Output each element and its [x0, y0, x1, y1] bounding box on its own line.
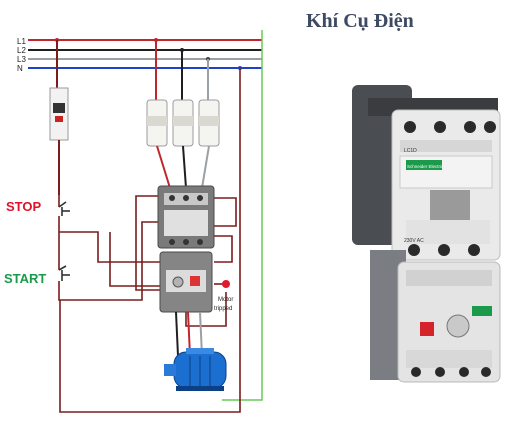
earth-wire: [222, 30, 263, 401]
bus-l2-label: L2: [17, 46, 26, 55]
stop-button: [58, 201, 70, 216]
fuse-l3: [198, 99, 220, 147]
start-label: START: [4, 271, 47, 286]
fuse-l1: [146, 99, 168, 147]
fuse-l2: [172, 99, 194, 147]
bus-n-label: N: [17, 64, 23, 73]
circuit-breaker: [49, 40, 69, 195]
contactor-diagram: [157, 185, 215, 249]
overload-label-line2: tripped: [214, 306, 232, 312]
contactor-model-label: LC1D: [404, 148, 417, 154]
stop-label: STOP: [6, 199, 42, 214]
page-title: Khí Cụ Điện: [306, 10, 414, 32]
supply-bus: L1 L2 L3 N: [17, 37, 262, 73]
bus-l3-label: L3: [17, 55, 26, 64]
overload-label-line1: Motor: [218, 297, 233, 303]
coil-voltage-label: 230V AC: [404, 238, 424, 244]
motor-icon: [164, 348, 227, 391]
start-button: [58, 265, 70, 281]
contactor-photo: [352, 85, 501, 383]
overload-relay-diagram: [159, 251, 230, 313]
control-wiring: [58, 68, 241, 413]
fuse-block: [146, 99, 220, 147]
bus-l1-label: L1: [17, 37, 26, 46]
brand-label: Schneider Electric: [407, 164, 444, 169]
